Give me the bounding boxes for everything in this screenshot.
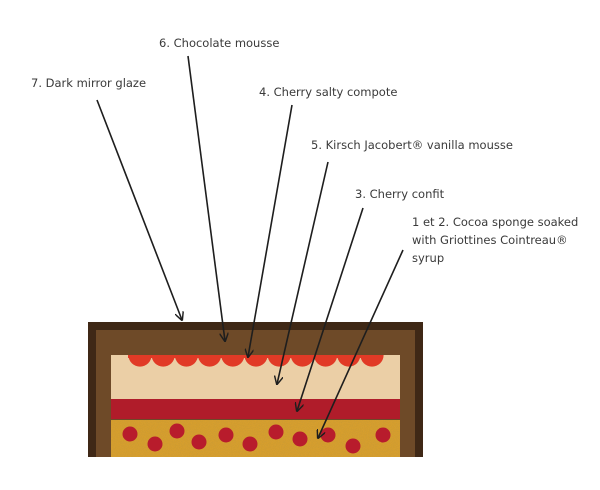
cherry-piece — [242, 436, 258, 452]
cherry-piece — [169, 423, 185, 439]
label-cherry-confit: 3. Cherry confit — [355, 187, 445, 201]
arrows — [96, 55, 404, 438]
compote-scallop — [314, 355, 338, 367]
cherry-piece — [320, 427, 336, 443]
compote-scallop — [174, 355, 198, 367]
label-chocolate-mousse: 6. Chocolate mousse — [159, 36, 279, 50]
cherry-piece — [268, 424, 284, 440]
labels: 6. Chocolate mousse 7. Dark mirror glaze… — [31, 36, 578, 265]
compote-scallop — [221, 355, 245, 367]
compote-scallop — [360, 355, 384, 367]
arrow-vanilla-mousse — [277, 161, 329, 384]
compote-scallop — [198, 355, 222, 367]
layer-cherry-salty-compote — [128, 355, 384, 367]
arrow-compote — [248, 104, 293, 357]
arrow-sponge — [318, 249, 404, 438]
compote-scallop — [267, 355, 291, 367]
arrow-glaze — [96, 99, 182, 320]
cherry-piece — [218, 427, 234, 443]
label-sponge-line-2: with Griottines Cointreau® — [412, 233, 568, 247]
label-sponge-line-3: syrup — [412, 251, 444, 265]
cherry-piece — [191, 434, 207, 450]
label-cherry-salty-compote: 4. Cherry salty compote — [259, 85, 397, 99]
cherry-piece — [345, 438, 361, 454]
layer-cherry-confit — [111, 399, 400, 419]
compote-scallop — [151, 355, 175, 367]
arrow-confit — [297, 207, 364, 411]
cherry-piece — [147, 436, 163, 452]
cherry-piece — [375, 427, 391, 443]
label-dark-mirror-glaze: 7. Dark mirror glaze — [31, 76, 146, 90]
label-sponge-line-1: 1 et 2. Cocoa sponge soaked — [412, 215, 578, 229]
label-vanilla-mousse: 5. Kirsch Jacobert® vanilla mousse — [311, 138, 513, 152]
cake — [88, 322, 423, 457]
sponge-cherries — [122, 423, 391, 454]
cherry-piece — [122, 426, 138, 442]
cherry-piece — [292, 431, 308, 447]
compote-scallop — [128, 355, 152, 367]
compote-scallop — [290, 355, 314, 367]
arrow-chocolate-mousse — [187, 55, 225, 341]
